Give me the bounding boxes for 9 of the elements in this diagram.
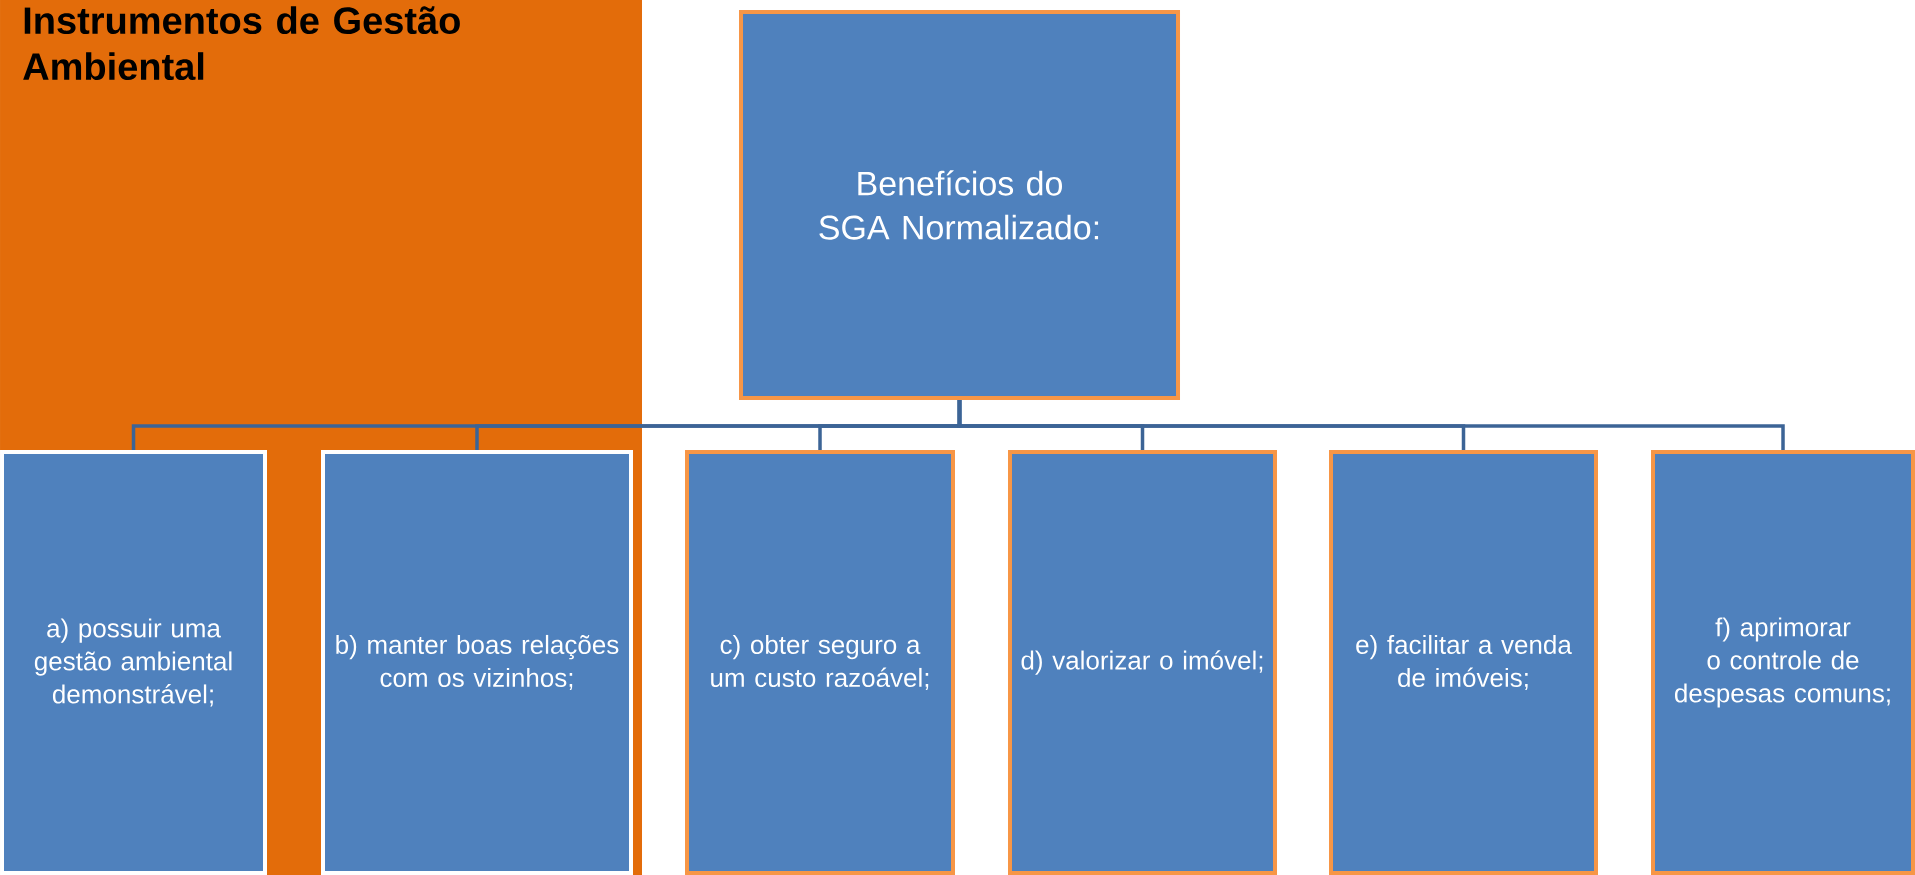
benefit-box: a) possuir uma gestão ambiental demonstrável; [0, 450, 267, 875]
benefit-box: e) facilitar a venda de imóveis; [1329, 450, 1598, 875]
title: Instrumentos de Gestão Ambiental [23, 6, 460, 81]
benefit-box: c) obter seguro a um custo razoável; [685, 450, 955, 875]
benefit-box: b) manter boas relações com os vizinhos; [321, 450, 633, 875]
connector [957, 400, 1785, 450]
top-box: Benefícios do SGA Normalizado: [739, 10, 1180, 400]
benefit-box: f) aprimorar o controle de despesas comuns; [1651, 450, 1915, 875]
benefit-box: d) valorizar o imóvel; [1008, 450, 1277, 875]
